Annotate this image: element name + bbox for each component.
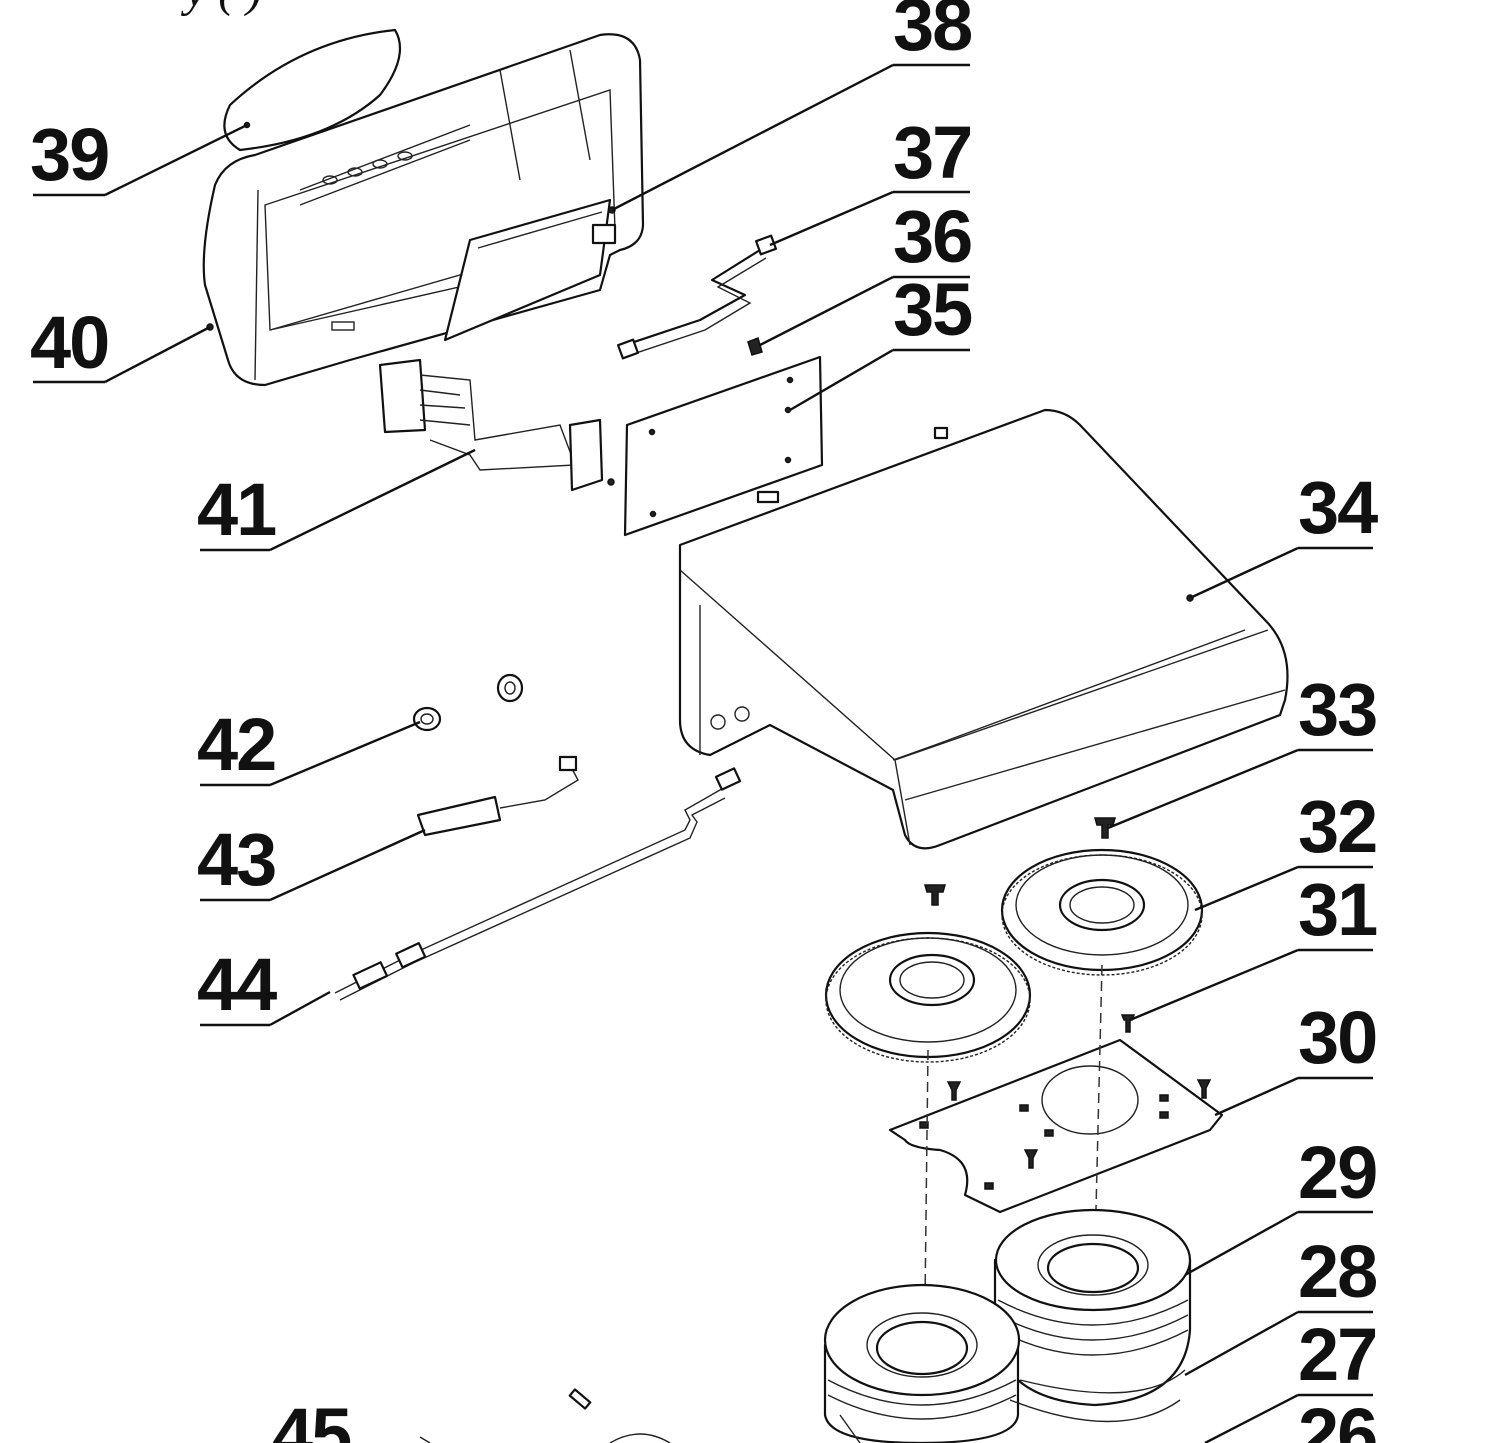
callout-29: 29 [1184, 1131, 1378, 1277]
part-45-small-parts [419, 1388, 671, 1443]
callout-28: 28 [1184, 1230, 1378, 1377]
part-37-cable [616, 234, 778, 360]
callout-37: 37 [769, 111, 973, 247]
part-29-pulleys [823, 1208, 1192, 1443]
callout-45: 45 [272, 1393, 353, 1443]
svg-text:38: 38 [893, 0, 971, 66]
callout-40: 40 [30, 301, 211, 384]
svg-text:41: 41 [197, 468, 276, 551]
svg-text:44: 44 [197, 943, 277, 1026]
callout-34: 34 [1189, 466, 1380, 600]
part-30-mounting-plate [888, 1038, 1224, 1214]
svg-text:33: 33 [1298, 668, 1376, 751]
part-36-screw [747, 336, 763, 356]
svg-text:39: 39 [30, 113, 108, 196]
svg-text:37: 37 [893, 111, 971, 194]
callout-33: 33 [1107, 668, 1378, 830]
svg-text:26: 26 [1298, 1393, 1376, 1443]
svg-text:42: 42 [197, 703, 275, 786]
callout-35: 35 [789, 268, 974, 412]
callout-26: 26 [1298, 1393, 1378, 1443]
svg-text:29: 29 [1298, 1131, 1376, 1214]
callout-31: 31 [1129, 868, 1379, 1022]
part-34-main-housing [678, 408, 1289, 850]
part-44-long-cable [334, 767, 742, 1001]
callout-32: 32 [1194, 785, 1378, 912]
svg-text:28: 28 [1298, 1230, 1376, 1313]
callout-44: 44 [197, 943, 331, 1027]
svg-text:34: 34 [1298, 466, 1378, 549]
svg-text:27: 27 [1298, 1313, 1376, 1396]
callout-36: 36 [759, 195, 973, 347]
part-35-pcb-board [623, 355, 824, 537]
part-41-ribbon-cable [378, 358, 615, 492]
part-43-sensor-cable [416, 755, 579, 837]
callout-42: 42 [197, 703, 421, 787]
axis-left [924, 1049, 929, 1301]
part-27-rings [839, 1369, 1186, 1443]
svg-text:32: 32 [1298, 785, 1376, 868]
callout-27: 27 [1204, 1313, 1378, 1443]
svg-text:30: 30 [1298, 996, 1376, 1079]
part-38-display-pcb [443, 198, 617, 342]
svg-text:45: 45 [272, 1393, 351, 1443]
callout-43: 43 [197, 818, 426, 902]
callout-39: 39 [30, 113, 248, 197]
svg-text:35: 35 [893, 268, 972, 351]
callout-30: 30 [1214, 996, 1378, 1117]
svg-text:31: 31 [1298, 868, 1377, 951]
svg-text:43: 43 [197, 818, 275, 901]
svg-text:40: 40 [30, 301, 108, 384]
title-fragment: y ( ) [180, 0, 262, 17]
callout-41: 41 [197, 448, 476, 552]
part-31-screw [1120, 1014, 1136, 1033]
svg-text:36: 36 [893, 195, 971, 278]
part-42-bushings [412, 673, 524, 732]
callout-38: 38 [611, 0, 973, 212]
part-32-gears [824, 817, 1204, 1063]
